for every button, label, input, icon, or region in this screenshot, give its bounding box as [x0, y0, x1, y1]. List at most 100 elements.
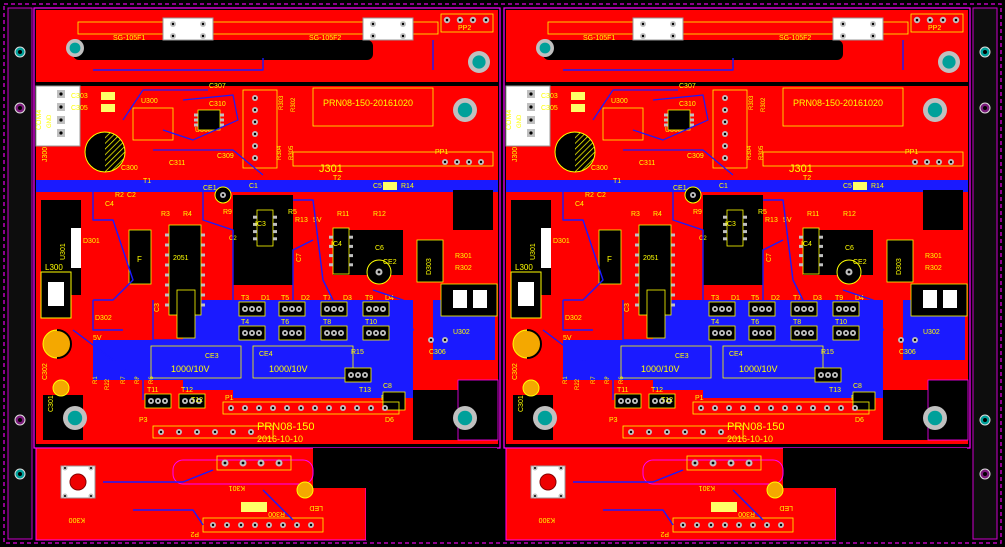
silk-label-c305: C305	[71, 105, 88, 112]
pad-drill	[653, 399, 657, 403]
pad-drill	[371, 34, 375, 38]
copper-trace	[293, 199, 334, 301]
silk-label-u303: U303	[195, 127, 212, 134]
silk-label-ce3v: 1000/10V	[641, 364, 680, 374]
blue-band	[36, 180, 498, 192]
pad-drill	[811, 406, 815, 410]
chip-pin	[690, 123, 694, 127]
mount-hole	[927, 410, 943, 426]
pad-drill	[937, 160, 941, 164]
pad-drill	[367, 307, 371, 311]
silk-label-v5b: 5V	[93, 335, 102, 342]
pad-drill	[751, 523, 755, 527]
silk-label-ce2: CE2	[853, 259, 867, 266]
d303-body	[886, 239, 914, 283]
pad-drill	[401, 34, 405, 38]
silk-label-r22: R22	[105, 378, 111, 390]
silk-label-c301: C301	[48, 395, 55, 412]
pad-drill	[458, 18, 462, 22]
silk-label-c4: C4	[105, 201, 114, 208]
copper-trace	[72, 329, 144, 400]
silk-label-p2: P2	[660, 530, 669, 537]
silk-label-com_label: COM4	[36, 110, 43, 130]
pad-drill	[723, 108, 727, 112]
silk-label-r15: R15	[821, 349, 834, 356]
chip-pin	[690, 113, 694, 117]
pad-drill	[941, 18, 945, 22]
chip-pin	[635, 253, 639, 257]
chip-pin	[220, 123, 224, 127]
silk-label-switch_left: SG-105F1	[113, 35, 145, 42]
chip-pin	[194, 118, 198, 122]
silk-label-r13: R13	[765, 217, 778, 224]
rail-hole-center	[983, 472, 987, 476]
chip-pin	[273, 237, 277, 241]
pad-drill	[243, 331, 247, 335]
chip-pin	[743, 222, 747, 226]
silk-label-c311: C311	[169, 160, 185, 167]
chip-pin	[819, 235, 823, 239]
pad-drill	[760, 307, 764, 311]
chip-pin	[664, 113, 668, 117]
pad-drill	[253, 108, 257, 112]
pad-drill	[755, 406, 759, 410]
silk-label-v5: 5V	[313, 217, 322, 224]
chip-pin	[201, 233, 205, 237]
copper-trace	[622, 300, 653, 341]
pad-drill	[241, 461, 245, 465]
silk-label-r300: R300	[268, 510, 285, 517]
silk-label-c303: C303	[71, 93, 88, 100]
silk-label-r11: R11	[337, 211, 349, 218]
silk-label-r15: R15	[351, 349, 364, 356]
silk-label-r9: R9	[693, 209, 702, 216]
pad-drill	[560, 467, 562, 469]
title-block	[312, 87, 434, 127]
chip-pin	[165, 243, 169, 247]
silk-label-u300: U300	[611, 98, 628, 105]
l300-core	[518, 282, 534, 306]
header-block	[242, 89, 278, 169]
c300-hatch	[105, 132, 125, 172]
pad-drill	[479, 160, 483, 164]
pad-drill	[290, 307, 294, 311]
silk-label-u303: U303	[665, 127, 682, 134]
silk-label-c3: C3	[154, 303, 161, 312]
pad-drill	[371, 22, 375, 26]
pad-drill	[171, 22, 175, 26]
silk-label-c8: C8	[853, 383, 862, 390]
silk-label-r5: R5	[288, 209, 297, 216]
silk-label-ce2: CE2	[383, 259, 397, 266]
pad-drill	[297, 307, 301, 311]
silk-label-t9: T9	[365, 295, 373, 302]
pad-drill	[723, 120, 727, 124]
pad-drill	[723, 144, 727, 148]
pad-drill	[802, 307, 806, 311]
pad-drill	[949, 160, 953, 164]
pad-drill	[913, 338, 917, 342]
u302-body	[910, 283, 968, 317]
pad-drill	[59, 131, 63, 135]
silk-label-ic4: IC4	[331, 241, 342, 248]
chip-pin	[201, 263, 205, 267]
pad-drill	[629, 430, 633, 434]
silk-label-d301: D301	[83, 238, 100, 245]
chip-pin	[635, 233, 639, 237]
pad-drill	[211, 523, 215, 527]
copper-trace	[763, 199, 804, 301]
pad-drill	[713, 307, 717, 311]
switch-rail	[77, 21, 439, 35]
pad-drill	[841, 22, 845, 26]
pad-drill	[851, 331, 855, 335]
r300-body	[241, 502, 267, 512]
chip-pin	[165, 233, 169, 237]
bottom-board-notch	[313, 448, 367, 488]
pad-drill	[723, 132, 727, 136]
chip-pin	[635, 263, 639, 267]
silk-label-t12: T12	[661, 397, 673, 404]
chip-pin	[194, 123, 198, 127]
silk-label-gnd_label: GND	[517, 114, 523, 128]
silk-label-u300: U300	[141, 98, 158, 105]
smd-resistor	[853, 182, 867, 190]
silk-label-c3: C3	[624, 303, 631, 312]
